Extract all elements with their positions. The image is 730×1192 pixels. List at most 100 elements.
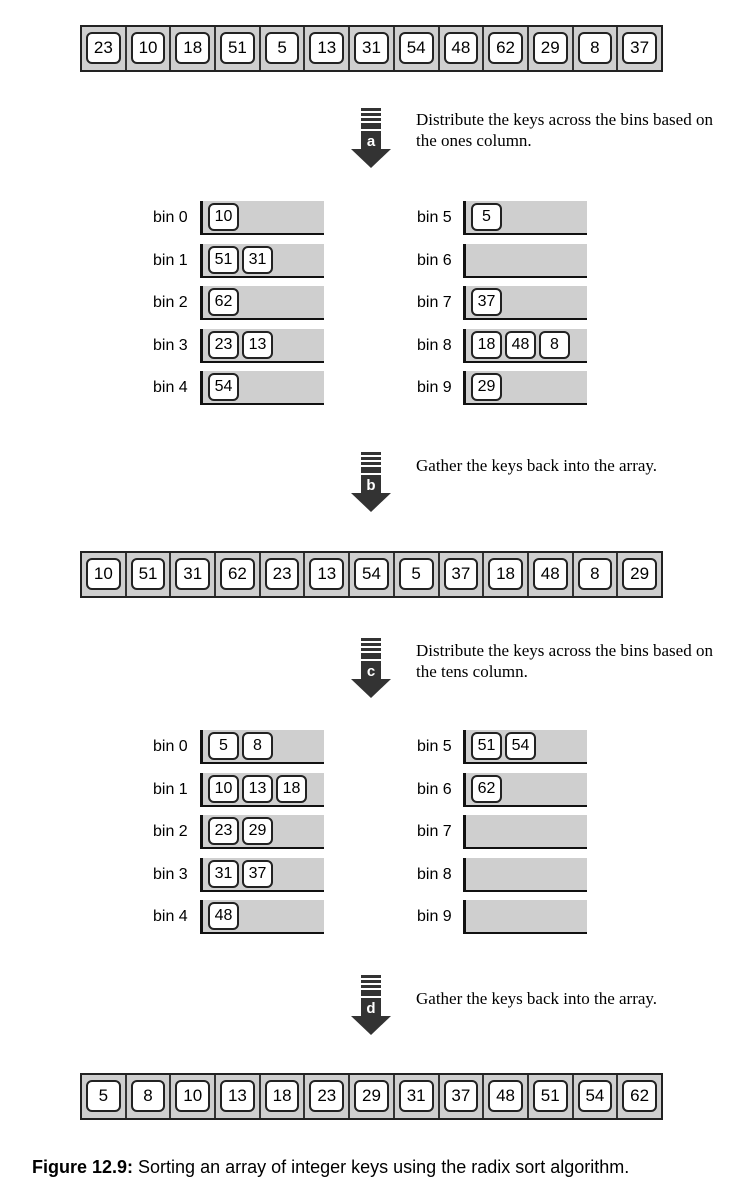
key-tile: 18 bbox=[488, 558, 523, 590]
key-tile: 13 bbox=[242, 774, 273, 803]
step-a-letter: a bbox=[367, 133, 376, 150]
array-slot: 10 bbox=[171, 1075, 217, 1118]
key-tile: 8 bbox=[130, 1080, 166, 1112]
key-tile: 23 bbox=[208, 330, 239, 359]
array-slot: 18 bbox=[261, 1075, 306, 1118]
array-slot: 29 bbox=[618, 553, 661, 596]
array-slot: 51 bbox=[127, 553, 172, 596]
bin-label: bin 8 bbox=[417, 865, 452, 883]
key-tile: 13 bbox=[309, 558, 345, 590]
step-c-arrow-icon: c bbox=[351, 638, 391, 698]
array-slot: 54 bbox=[395, 27, 440, 70]
array-slot: 48 bbox=[440, 27, 485, 70]
array-slot: 18 bbox=[484, 553, 529, 596]
step-d-text: Gather the keys back into the array. bbox=[416, 989, 658, 1008]
bin-9-slot bbox=[463, 900, 587, 934]
key-tile: 31 bbox=[175, 558, 211, 590]
array-slot: 5 bbox=[395, 553, 440, 596]
key-tile: 62 bbox=[622, 1080, 657, 1112]
bin-label: bin 1 bbox=[153, 780, 188, 798]
key-tile: 5 bbox=[471, 203, 502, 231]
bin-label: bin 5 bbox=[417, 738, 452, 755]
key-tile: 51 bbox=[532, 1080, 568, 1112]
key-tile: 8 bbox=[577, 32, 613, 64]
key-tile: 51 bbox=[130, 558, 166, 590]
key-tile: 5 bbox=[398, 558, 434, 590]
key-tile: 37 bbox=[443, 1080, 479, 1112]
key-tile: 62 bbox=[220, 558, 255, 590]
bin-6-slot: 62 bbox=[463, 772, 587, 807]
array-slot: 51 bbox=[529, 1075, 574, 1118]
step-c-text: Distribute the keys across the bins base… bbox=[416, 641, 713, 681]
array-slot: 13 bbox=[216, 1075, 261, 1118]
key-tile: 51 bbox=[471, 732, 502, 760]
array-slot: 8 bbox=[574, 553, 619, 596]
step-a-arrow-icon: a bbox=[351, 108, 391, 168]
key-tile: 51 bbox=[220, 32, 255, 64]
array-slot: 10 bbox=[82, 553, 127, 596]
bin-label: bin 6 bbox=[417, 251, 452, 269]
key-tile: 31 bbox=[208, 859, 239, 888]
step-b-letter: b bbox=[366, 477, 375, 494]
key-tile: 8 bbox=[242, 732, 273, 760]
array-slot: 62 bbox=[484, 27, 529, 70]
key-tile: 29 bbox=[622, 558, 657, 590]
key-tile: 23 bbox=[208, 817, 239, 845]
bin-label: bin 2 bbox=[153, 823, 188, 840]
key-tile: 10 bbox=[175, 1080, 211, 1112]
key-tile: 5 bbox=[264, 32, 300, 64]
key-tile: 62 bbox=[488, 32, 523, 64]
bin-label: bin 4 bbox=[153, 908, 188, 925]
array-slot: 37 bbox=[618, 27, 661, 70]
key-tile: 31 bbox=[398, 1080, 434, 1112]
array-slot: 31 bbox=[171, 553, 217, 596]
array-slot: 8 bbox=[574, 27, 619, 70]
array-slot: 10 bbox=[127, 27, 172, 70]
key-tile: 51 bbox=[208, 245, 239, 274]
array-slot: 54 bbox=[574, 1075, 619, 1118]
key-tile: 31 bbox=[242, 245, 273, 274]
key-tile: 54 bbox=[577, 1080, 613, 1112]
key-tile: 37 bbox=[242, 859, 273, 888]
key-tile: 29 bbox=[471, 373, 502, 401]
bin-label: bin 7 bbox=[417, 294, 452, 311]
key-tile: 23 bbox=[264, 558, 300, 590]
key-tile: 48 bbox=[532, 558, 568, 590]
key-tile: 10 bbox=[208, 774, 239, 803]
key-tile: 10 bbox=[86, 558, 121, 590]
array-slot: 37 bbox=[440, 553, 485, 596]
bin-label: bin 7 bbox=[417, 823, 452, 840]
bin-7-slot: 37 bbox=[463, 286, 587, 320]
caption-text: Sorting an array of integer keys using t… bbox=[133, 1157, 630, 1177]
array-slot: 23 bbox=[261, 553, 306, 596]
step-a-text: Distribute the keys across the bins base… bbox=[416, 110, 713, 150]
key-tile: 18 bbox=[264, 1080, 300, 1112]
bin-6-slot bbox=[463, 243, 587, 278]
bin-label: bin 4 bbox=[153, 379, 188, 396]
array-slot: 5 bbox=[82, 1075, 127, 1118]
bin-label: bin 0 bbox=[153, 738, 188, 755]
array-slot: 31 bbox=[395, 1075, 440, 1118]
key-tile: 48 bbox=[505, 330, 536, 359]
figure-caption: Figure 12.9: Sorting an array of integer… bbox=[32, 1156, 629, 1178]
key-tile: 54 bbox=[354, 558, 389, 590]
bin-2-slot: 62 bbox=[200, 286, 324, 320]
bin-label: bin 9 bbox=[417, 908, 452, 925]
key-tile: 62 bbox=[471, 774, 502, 803]
key-tile: 29 bbox=[532, 32, 568, 64]
key-tile: 5 bbox=[208, 732, 239, 760]
key-tile: 48 bbox=[208, 902, 239, 930]
array-slot: 48 bbox=[529, 553, 574, 596]
step-b-text: Gather the keys back into the array. bbox=[416, 456, 658, 475]
key-tile: 18 bbox=[175, 32, 211, 64]
key-tile: 37 bbox=[471, 288, 502, 316]
step-d-arrow-icon: d bbox=[351, 975, 391, 1035]
